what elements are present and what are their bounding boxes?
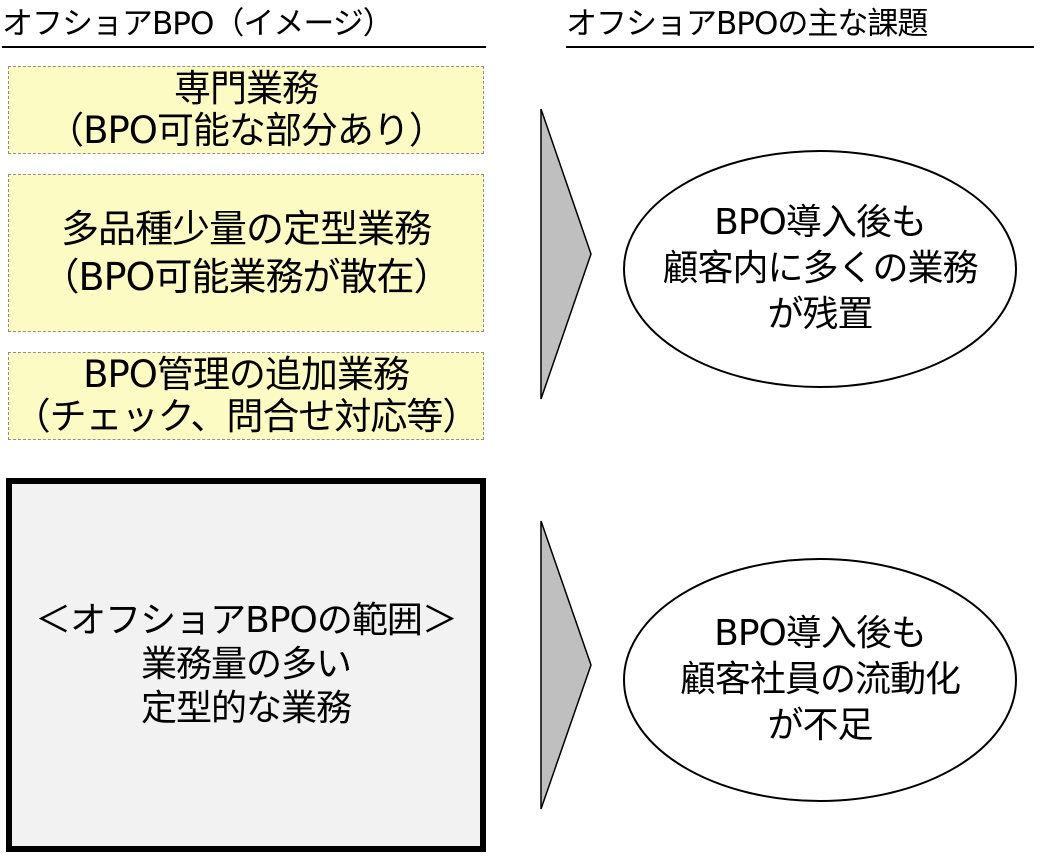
issue-bottom-line-1: BPO導入後も xyxy=(714,613,927,654)
management-task-box: BPO管理の追加業務 （チェック、問合せ対応等） xyxy=(8,352,484,440)
issue-top-line-2: 顧客内に多くの業務 xyxy=(662,248,978,289)
chevron-right-arrow-icon xyxy=(540,520,592,810)
heading-right: オフショアBPOの主な課題 xyxy=(566,6,1034,48)
ellipse-shape xyxy=(623,150,1017,388)
scope-line-2: 定型的な業務 xyxy=(140,688,352,729)
small-lot-task-title: 多品種少量の定型業務 xyxy=(60,207,432,251)
issue-top-line-1: BPO導入後も xyxy=(714,202,927,243)
chevron-right-arrow-icon xyxy=(540,108,592,400)
small-lot-task-note: （BPO可能業務が散在） xyxy=(41,255,452,299)
small-lot-task-box: 多品種少量の定型業務 （BPO可能業務が散在） xyxy=(8,174,484,332)
management-task-note: （チェック、問合せ対応等） xyxy=(13,395,480,438)
scope-title: ＜オフショアBPOの範囲＞ xyxy=(35,600,458,641)
issue-top-line-3: が残置 xyxy=(767,294,873,335)
heading-left: オフショアBPO（イメージ） xyxy=(2,6,486,48)
issue-bottom-line-2: 顧客社員の流動化 xyxy=(679,659,961,700)
specialized-task-box: 専門業務 （BPO可能な部分あり） xyxy=(8,66,484,154)
issue-ellipse-bottom: BPO導入後も 顧客社員の流動化 が不足 xyxy=(620,556,1020,804)
arrow-shape xyxy=(540,520,592,810)
management-task-title: BPO管理の追加業務 xyxy=(83,353,410,396)
scope-line-1: 業務量の多い xyxy=(140,644,352,685)
issue-top-text: BPO導入後も 顧客内に多くの業務 が残置 xyxy=(620,148,1020,390)
offshore-bpo-scope-box: ＜オフショアBPOの範囲＞ 業務量の多い 定型的な業務 xyxy=(6,478,486,852)
arrow-shape xyxy=(540,108,592,400)
specialized-task-title: 専門業務 xyxy=(174,67,319,110)
issue-bottom-text: BPO導入後も 顧客社員の流動化 が不足 xyxy=(620,556,1020,804)
specialized-task-note: （BPO可能な部分あり） xyxy=(47,109,446,152)
ellipse-shape xyxy=(623,558,1017,802)
issue-bottom-line-3: が不足 xyxy=(767,705,873,746)
issue-ellipse-top: BPO導入後も 顧客内に多くの業務 が残置 xyxy=(620,148,1020,390)
